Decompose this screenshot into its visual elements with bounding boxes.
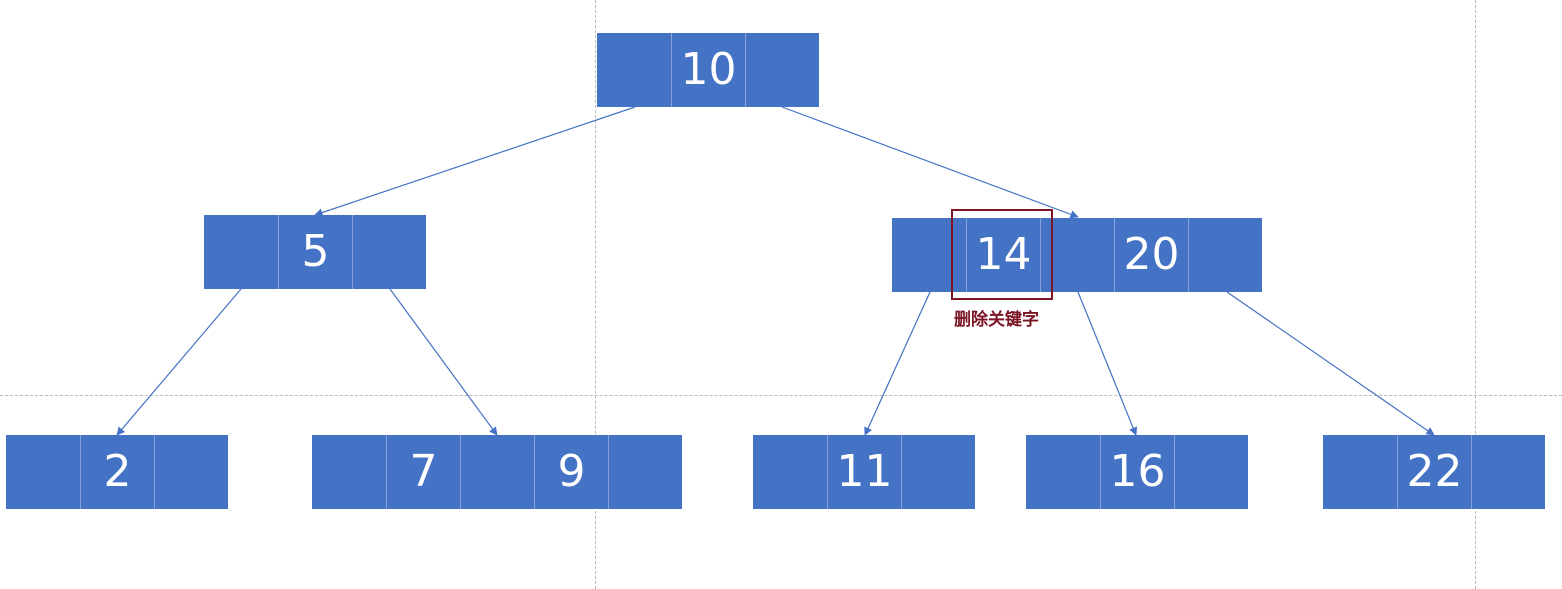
pointer-cell <box>1040 218 1114 292</box>
key-cell: 2 <box>80 435 154 509</box>
pointer-cell <box>312 435 386 509</box>
pointer-cell <box>1323 435 1397 509</box>
key-cell: 11 <box>827 435 901 509</box>
tree-node-root: 10 <box>597 33 819 107</box>
pointer-cell <box>154 435 228 509</box>
pointer-cell <box>460 435 534 509</box>
key-cell: 14 <box>966 218 1040 292</box>
key-cell: 10 <box>671 33 745 107</box>
tree-node-5: 5 <box>204 215 426 289</box>
pointer-cell <box>597 33 671 107</box>
key-cell: 22 <box>1397 435 1471 509</box>
edge-5-to-2 <box>116 288 242 436</box>
key-cell: 5 <box>278 215 352 289</box>
tree-node-11: 11 <box>753 435 975 509</box>
edge-14-20-to-16 <box>1077 291 1138 436</box>
tree-node-22: 22 <box>1323 435 1545 509</box>
pointer-cell <box>753 435 827 509</box>
delete-key-label: 删除关键字 <box>954 310 1039 330</box>
pointer-cell <box>745 33 819 107</box>
edge-10-to-5 <box>314 106 636 217</box>
pointer-cell <box>1471 435 1545 509</box>
edge-14-20-to-22 <box>1226 291 1435 436</box>
pointer-cell <box>1026 435 1100 509</box>
pointer-cell <box>204 215 278 289</box>
key-cell: 16 <box>1100 435 1174 509</box>
guide-line-horizontal <box>0 395 1562 396</box>
pointer-cell <box>352 215 426 289</box>
key-cell: 20 <box>1114 218 1188 292</box>
tree-node-2: 2 <box>6 435 228 509</box>
pointer-cell <box>1188 218 1262 292</box>
edge-14-20-to-11 <box>864 291 931 436</box>
pointer-cell <box>6 435 80 509</box>
tree-node-14-20: 14 20 <box>892 218 1262 292</box>
guide-line-vertical <box>595 0 596 589</box>
pointer-cell <box>1174 435 1248 509</box>
delete-key-highlight <box>951 209 1053 300</box>
guide-line-vertical <box>1475 0 1476 589</box>
key-cell: 9 <box>534 435 608 509</box>
pointer-cell <box>608 435 682 509</box>
key-cell: 7 <box>386 435 460 509</box>
tree-node-7-9: 7 9 <box>312 435 682 509</box>
edge-5-to-7-9 <box>389 288 498 436</box>
edge-10-to-14-20 <box>781 106 1079 219</box>
pointer-cell <box>901 435 975 509</box>
tree-node-16: 16 <box>1026 435 1248 509</box>
